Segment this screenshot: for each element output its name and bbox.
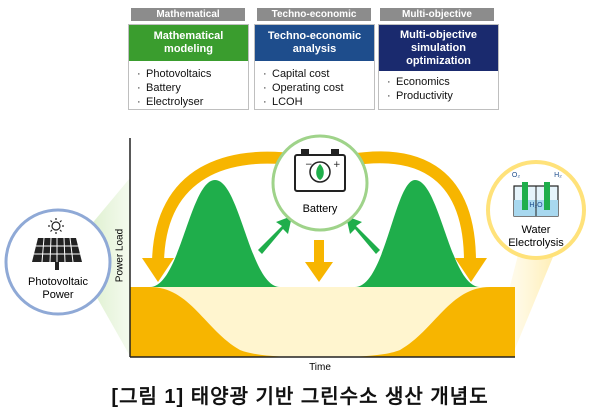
arrow-to-right [349,151,476,263]
green-peak-left [150,180,280,287]
battery-icon: − + [294,149,346,192]
card-title: Mathematical modeling [129,25,248,61]
pv-label-2: Power [42,289,74,301]
card-title: Techno-economic analysis [255,25,374,61]
solar-panel-icon [32,218,82,270]
card-multi-objective-optimization: Multi-objective simulation optimization … [378,24,499,110]
water-label-1: Water [521,224,551,236]
list-item: Capital cost [263,67,374,81]
card-item-list: Economics Productivity [379,71,498,103]
battery-circle [271,134,369,232]
tab-multi-objective: Multi-objective [380,8,494,21]
svg-text:+: + [333,160,341,170]
arrow-to-right-head [455,258,487,282]
electrolysis-light-beam [510,228,560,356]
h2-label: H₂ [554,172,562,179]
arrow-up-left [258,216,292,254]
arrow-up-right [346,216,380,254]
card-item-list: Photovoltaics Battery Electrolyser [129,61,248,109]
arrow-to-left-head [142,258,174,282]
h2o-label: H₂O [529,202,543,209]
list-item: LCOH [263,95,374,109]
green-peak-right [355,180,480,287]
card-mathematical-modeling: Mathematical modeling Photovoltaics Batt… [128,24,249,110]
card-title: Multi-objective simulation optimization [379,25,498,71]
list-item: Productivity [387,89,498,103]
yellow-load-area [130,287,515,358]
card-item-list: Capital cost Operating cost LCOH [255,61,374,109]
tab-techno-economic: Techno-economic [257,8,371,21]
arrow-down-center [305,240,333,282]
o2-label: O₂ [511,172,521,179]
list-item: Economics [387,75,498,89]
battery-label: Battery [302,203,338,215]
card-techno-economic-analysis: Techno-economic analysis Capital cost Op… [254,24,375,110]
list-item: Electrolyser [137,95,248,109]
list-item: Operating cost [263,81,374,95]
svg-text:−: − [305,160,313,170]
electrolyser-icon [513,182,559,217]
y-axis-label: Power Load [114,228,126,283]
pv-label-1: Photovoltaic [28,276,88,288]
arrow-to-left [152,151,299,263]
list-item: Photovoltaics [137,67,248,81]
figure-caption: [그림 1] 태양광 기반 그린수소 생산 개념도 [111,386,489,408]
water-label-2: Electrolysis [508,237,564,249]
list-item: Battery [137,81,248,95]
tab-mathematical: Mathematical [131,8,245,21]
x-axis-label: Time [309,362,331,373]
